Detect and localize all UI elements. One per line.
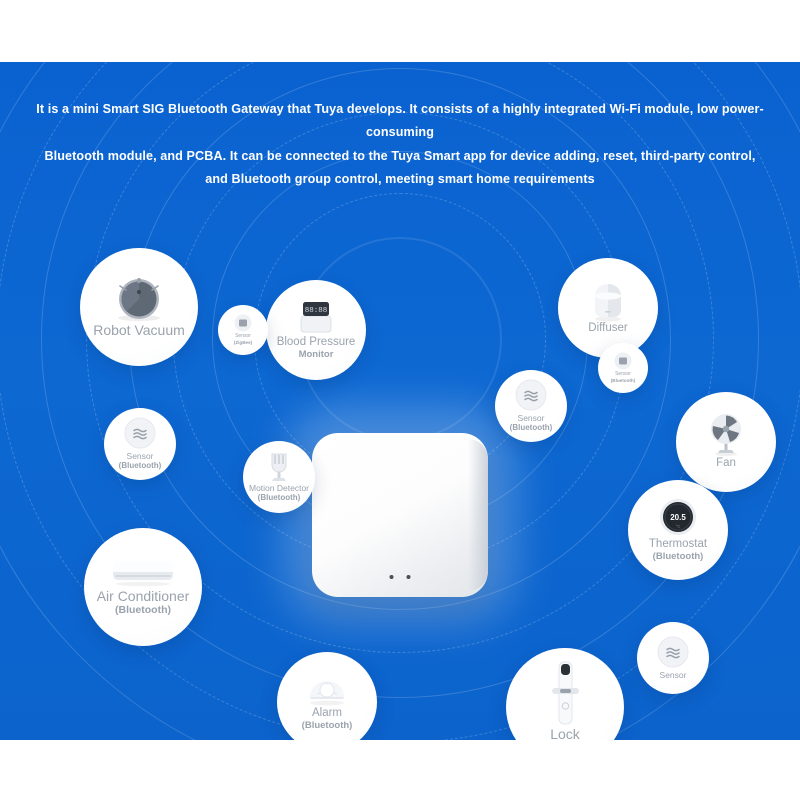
blood-pressure-reading: 88:88 [305, 307, 328, 315]
sensor-icon [234, 314, 252, 332]
device-node-sensor-bluetooth-center[interactable]: Sensor (Bluetooth) [495, 370, 567, 442]
description-line-2: Bluetooth module, and PCBA. It can be co… [44, 148, 756, 163]
device-node-sensor-zigbee[interactable]: Sensor (ZigBee) [218, 305, 268, 355]
gateway-device [312, 433, 488, 597]
sensor-icon [614, 352, 632, 370]
device-sublabel: (Bluetooth) [301, 720, 353, 732]
device-label: Sensor [517, 413, 545, 424]
gateway-side-shading [468, 439, 488, 591]
gateway-led [389, 575, 394, 579]
blood-pressure-icon: 88:88 [300, 301, 332, 333]
device-label: Sensor [615, 371, 631, 378]
thermostat-temperature: 20.5 [670, 513, 686, 522]
device-sublabel: Monitor [298, 349, 334, 361]
device-node-diffuser[interactable]: Diffuser [558, 258, 658, 358]
device-sublabel: (ZigBee) [233, 340, 253, 346]
device-node-blood-pressure[interactable]: 88:88 Blood Pressure Monitor [266, 280, 366, 380]
device-label: Lock [550, 725, 580, 740]
device-sublabel: (Bluetooth) [257, 493, 301, 503]
device-node-sensor-bluetooth-left[interactable]: Sensor (Bluetooth) [104, 408, 176, 480]
device-label: Diffuser [588, 322, 628, 335]
device-node-sensor-bluetooth-right[interactable]: Sensor (Bluetooth) [598, 343, 648, 393]
alarm-icon [310, 680, 344, 706]
device-sublabel: (Bluetooth) [652, 551, 704, 563]
svg-text:°C: °C [676, 523, 681, 528]
device-node-motion-detector[interactable]: Motion Detector (Bluetooth) [243, 441, 315, 513]
device-node-air-conditioner[interactable]: Air Conditioner (Bluetooth) [84, 528, 202, 646]
thermostat-icon: 20.5 °C [660, 498, 696, 535]
device-label: Fan [716, 457, 736, 470]
blue-background-panel: It is a mini Smart SIG Bluetooth Gateway… [0, 62, 800, 740]
device-label: Robot Vacuum [93, 321, 185, 338]
device-label: Sensor [126, 451, 154, 462]
air-conditioner-icon [113, 560, 173, 586]
device-sublabel: (Bluetooth) [509, 423, 553, 433]
device-label: Blood Pressure [276, 335, 356, 348]
device-sublabel: (Bluetooth) [118, 461, 162, 471]
sensor-wave-icon [515, 379, 547, 411]
device-sublabel: (Bluetooth) [115, 604, 171, 617]
diffuser-icon [595, 284, 621, 322]
device-label: Air Conditioner [96, 587, 190, 604]
device-label: Motion Detector [249, 483, 309, 494]
device-label: Alarm [311, 706, 343, 719]
device-node-sensor-bottom[interactable]: Sensor [637, 622, 709, 694]
sensor-wave-icon [657, 636, 689, 668]
device-node-alarm[interactable]: Alarm (Bluetooth) [277, 652, 377, 740]
device-label: Thermostat [648, 537, 708, 550]
device-node-lock[interactable]: Lock (Bluetooth) [506, 648, 624, 740]
fan-icon [711, 414, 741, 457]
device-node-robot-vacuum[interactable]: Robot Vacuum [80, 248, 198, 366]
gateway-led [406, 575, 411, 579]
product-description: It is a mini Smart SIG Bluetooth Gateway… [0, 98, 800, 191]
device-node-fan[interactable]: Fan [676, 392, 776, 492]
description-line-1: It is a mini Smart SIG Bluetooth Gateway… [36, 102, 764, 140]
device-label: Sensor [659, 669, 687, 680]
sensor-wave-icon [124, 417, 156, 449]
motion-detector-icon [271, 453, 287, 482]
gateway-led-indicators [389, 575, 411, 579]
device-node-thermostat[interactable]: 20.5 °C Thermostat (Bluetooth) [628, 480, 728, 580]
lock-icon [552, 661, 579, 725]
device-label: Sensor [235, 333, 251, 340]
device-sublabel: (Bluetooth) [610, 378, 636, 384]
robot-vacuum-icon [118, 277, 160, 321]
description-line-3: and Bluetooth group control, meeting sma… [205, 171, 595, 186]
